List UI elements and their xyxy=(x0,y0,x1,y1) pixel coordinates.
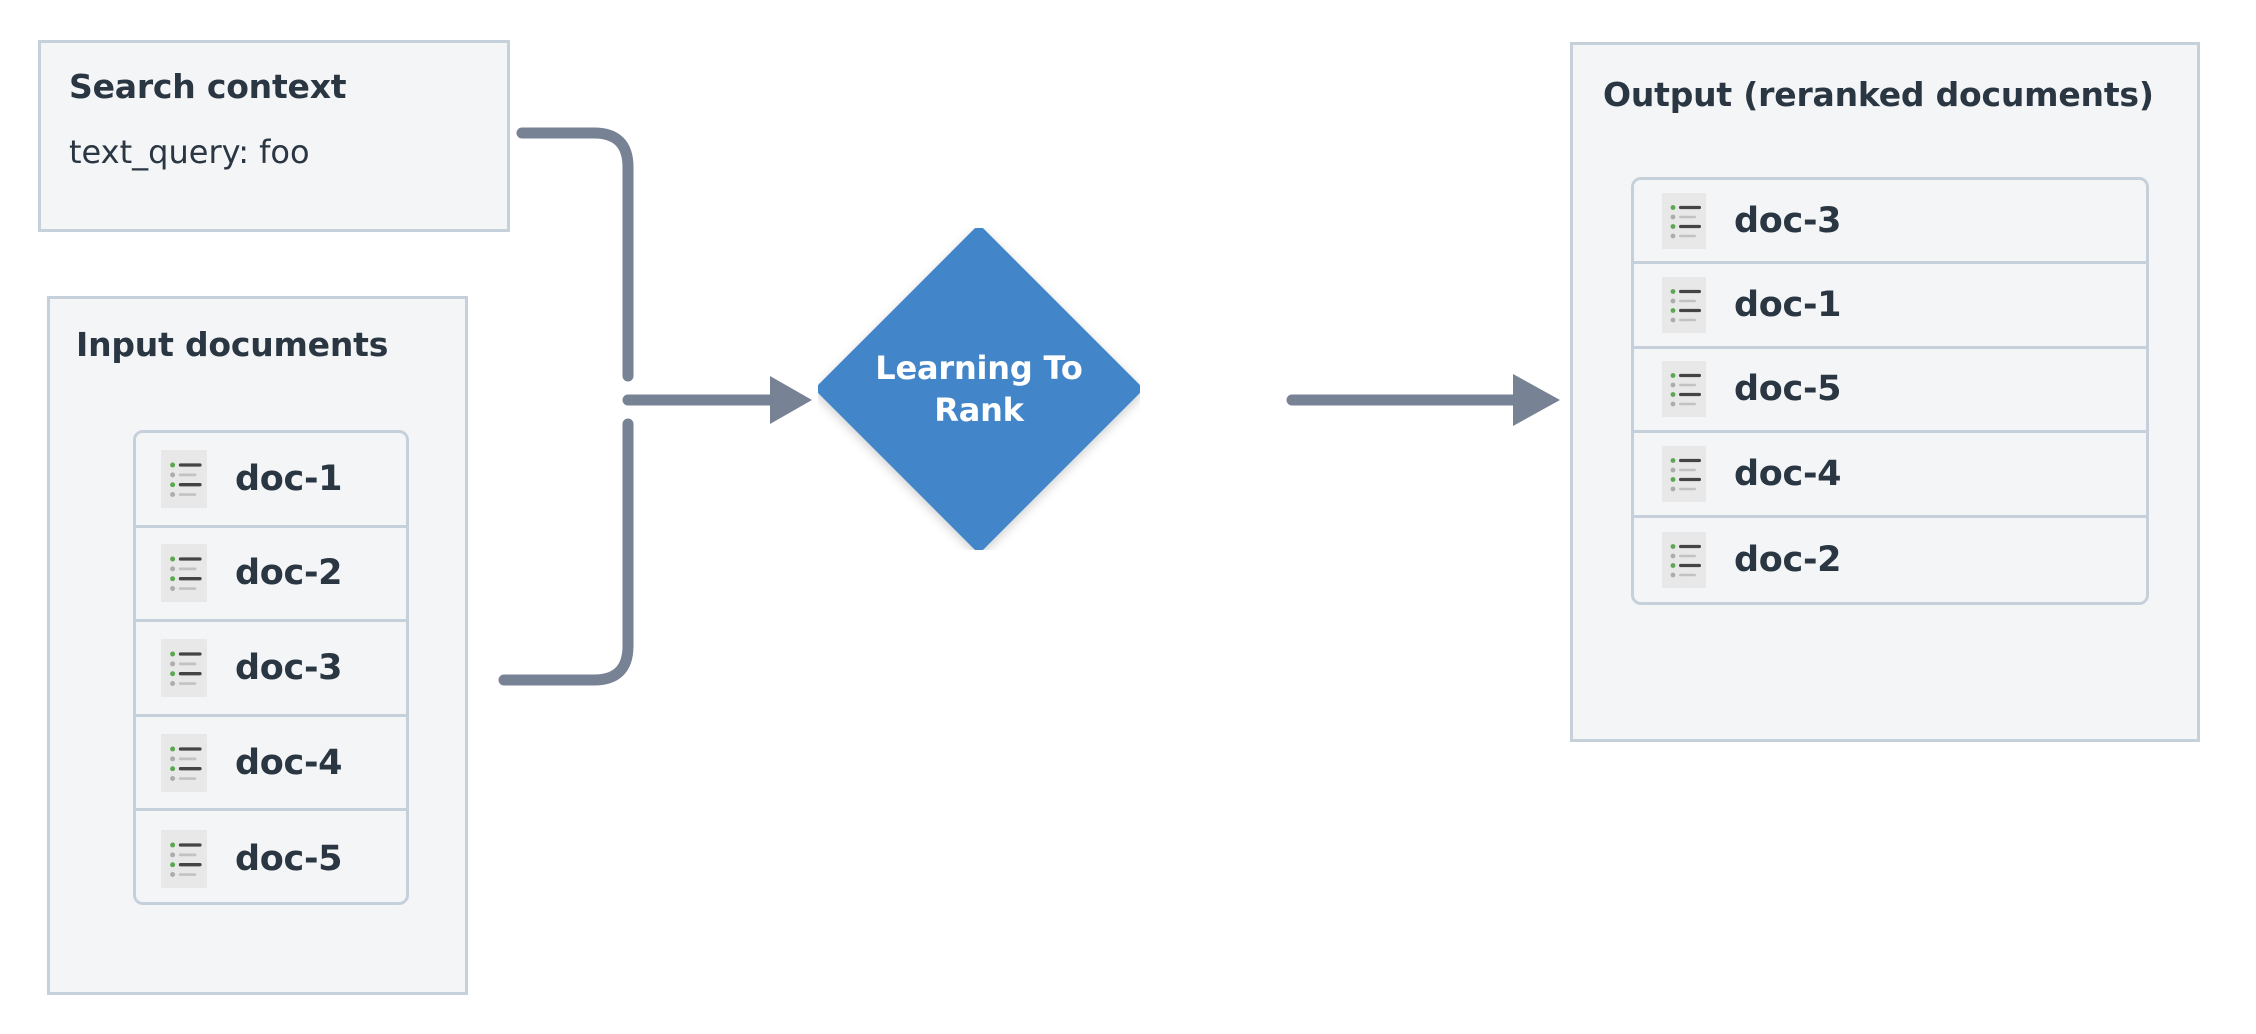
connector-search-context-to-ranker xyxy=(516,127,634,382)
document-list-icon xyxy=(161,638,207,697)
input-document-row[interactable]: doc-5 xyxy=(136,811,406,902)
document-label: doc-4 xyxy=(1734,453,1842,494)
document-list-icon xyxy=(1662,445,1706,502)
input-document-list: doc-1 doc-2 doc-3 doc-4 doc-5 xyxy=(133,430,409,905)
document-list-icon xyxy=(161,829,207,888)
output-title: Output (reranked documents) xyxy=(1603,75,2154,114)
connector-input-documents-to-ranker xyxy=(498,418,634,686)
search-context-title: Search context xyxy=(69,67,347,106)
input-document-row[interactable]: doc-4 xyxy=(136,716,406,812)
input-document-row[interactable]: doc-2 xyxy=(136,527,406,623)
diamond-shape-icon xyxy=(818,228,1140,550)
document-label: doc-4 xyxy=(235,742,343,783)
input-document-row[interactable]: doc-3 xyxy=(136,622,406,717)
document-list-icon xyxy=(1662,361,1706,418)
input-documents-title: Input documents xyxy=(76,325,389,364)
document-list-icon xyxy=(1662,277,1706,334)
document-label: doc-2 xyxy=(1734,539,1842,580)
document-list-icon xyxy=(161,544,207,603)
output-document-row[interactable]: doc-2 xyxy=(1634,517,2146,602)
document-list-icon xyxy=(1662,531,1706,588)
learning-to-rank-node[interactable]: Learning To Rank xyxy=(818,228,1140,550)
search-context-panel: Search context text_query: foo xyxy=(38,40,510,232)
document-label: doc-1 xyxy=(235,458,343,499)
document-label: doc-5 xyxy=(235,838,343,879)
document-label: doc-1 xyxy=(1734,285,1842,326)
document-list-icon xyxy=(1662,192,1706,249)
output-document-row[interactable]: doc-5 xyxy=(1634,348,2146,434)
document-label: doc-2 xyxy=(235,553,343,594)
arrowhead-into-ranker xyxy=(770,376,812,424)
output-document-list: doc-3 doc-1 doc-5 doc-4 doc-2 xyxy=(1631,177,2149,605)
document-label: doc-3 xyxy=(1734,200,1842,241)
output-document-row[interactable]: doc-4 xyxy=(1634,433,2146,518)
document-label: doc-5 xyxy=(1734,369,1842,410)
document-list-icon xyxy=(161,733,207,792)
output-document-row[interactable]: doc-3 xyxy=(1634,180,2146,265)
arrowhead-into-output xyxy=(1513,374,1560,426)
input-document-row[interactable]: doc-1 xyxy=(136,433,406,528)
document-list-icon xyxy=(161,449,207,508)
document-label: doc-3 xyxy=(235,647,343,688)
output-document-row[interactable]: doc-1 xyxy=(1634,264,2146,349)
search-context-query-text: text_query: foo xyxy=(69,133,310,171)
